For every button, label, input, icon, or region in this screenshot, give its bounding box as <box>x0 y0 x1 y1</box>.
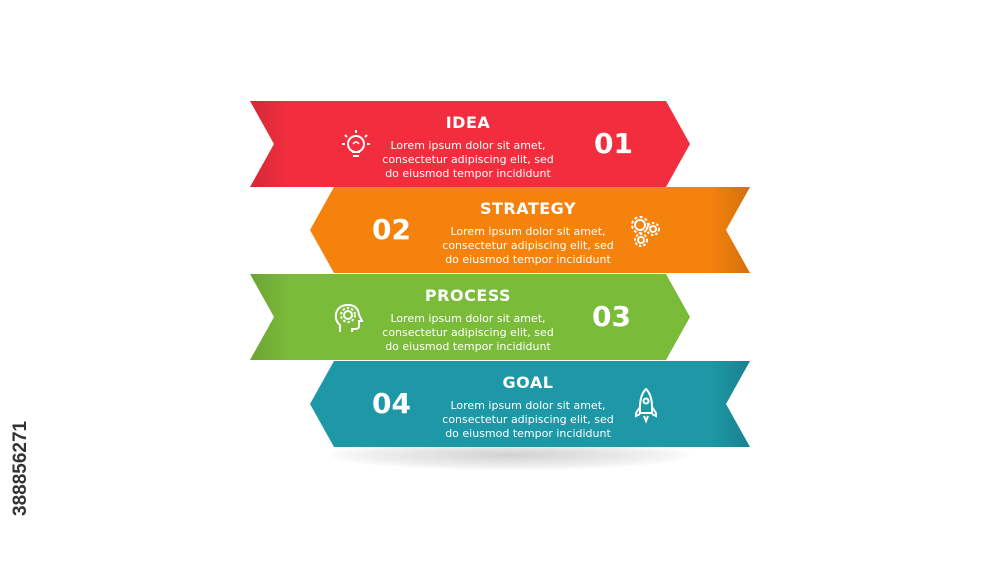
step-title: PROCESS <box>424 286 512 305</box>
rocket-icon <box>626 385 666 425</box>
ribbon-strategy: 02 STRATEGY Lorem ipsum dolor sit amet, … <box>310 187 750 273</box>
step-number: 01 <box>594 127 633 160</box>
step-title: STRATEGY <box>479 199 577 218</box>
gears-icon <box>626 211 666 251</box>
head-gear-icon <box>328 298 368 338</box>
step-description: Lorem ipsum dolor sit amet, consectetur … <box>382 139 554 180</box>
stock-id-watermark: 388856271 <box>4 320 34 520</box>
ribbon-process: PROCESS Lorem ipsum dolor sit amet, cons… <box>250 274 690 360</box>
step-number: 04 <box>372 387 411 420</box>
step-title: GOAL <box>502 373 554 392</box>
step-number: 03 <box>592 300 631 333</box>
step-description: Lorem ipsum dolor sit amet, consectetur … <box>382 312 554 353</box>
ribbon-idea: IDEA Lorem ipsum dolor sit amet, consect… <box>250 101 690 187</box>
step-description: Lorem ipsum dolor sit amet, consectetur … <box>442 225 614 266</box>
stock-id-text: 388856271 <box>10 420 31 516</box>
step-number: 02 <box>372 213 411 246</box>
step-description: Lorem ipsum dolor sit amet, consectetur … <box>442 399 614 440</box>
ribbon-goal: 04 GOAL Lorem ipsum dolor sit amet, cons… <box>310 361 750 447</box>
lightbulb-icon <box>336 125 376 165</box>
step-title: IDEA <box>445 113 491 132</box>
